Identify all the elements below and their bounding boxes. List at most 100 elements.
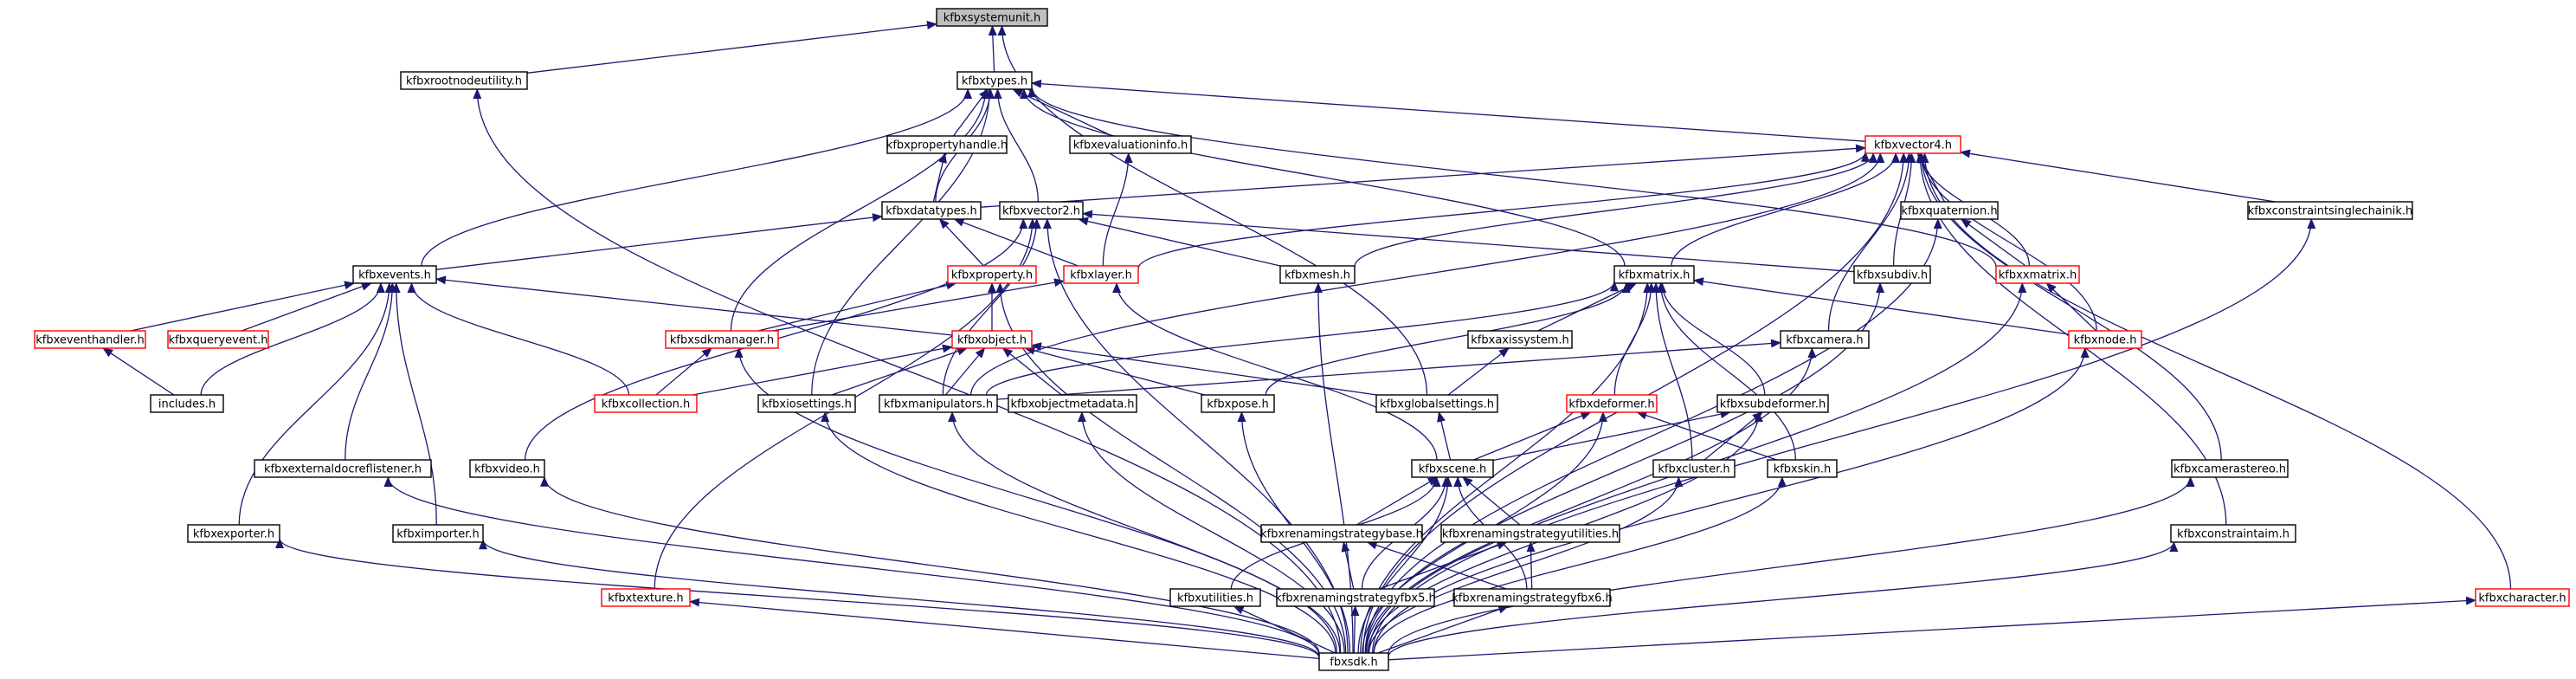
node-kfbxcollection[interactable]: kfbxcollection.h — [594, 394, 698, 413]
node-kfbxqueryevent[interactable]: kfbxqueryevent.h — [167, 330, 269, 349]
node-kfbxevents[interactable]: kfbxevents.h — [352, 265, 437, 284]
node-kfbxvideo[interactable]: kfbxvideo.h — [469, 459, 545, 478]
node-kfbxquaternion[interactable]: kfbxquaternion.h — [1900, 201, 1999, 220]
node-kfbxcamera[interactable]: kfbxcamera.h — [1780, 330, 1870, 349]
node-kfbxiosettings[interactable]: kfbxiosettings.h — [757, 394, 856, 413]
edge-kfbxdatatypes-to-kfbxvector4 — [980, 144, 1866, 208]
node-kfbxpose[interactable]: kfbxpose.h — [1201, 394, 1275, 413]
edge-layer — [102, 21, 2512, 661]
edge-line — [1693, 277, 2070, 335]
node-kfbxmesh[interactable]: kfbxmesh.h — [1279, 265, 1356, 284]
node-kfbxconstraintsinglechainik[interactable]: kfbxconstraintsinglechainik.h — [2247, 201, 2413, 220]
node-kfbxexporter[interactable]: kfbxexporter.h — [187, 524, 280, 543]
node-kfbxdatatypes[interactable]: kfbxdatatypes.h — [881, 201, 982, 220]
node-kfbxexternaldocreflistener[interactable]: kfbxexternaldocreflistener.h — [254, 459, 432, 478]
node-kfbxsubdeformer[interactable]: kfbxsubdeformer.h — [1716, 394, 1829, 413]
node-box — [400, 71, 528, 90]
node-label: kfbxcamera.h — [1786, 334, 1863, 347]
node-box — [167, 330, 269, 349]
node-kfbxcamerastereo[interactable]: kfbxcamerastereo.h — [2171, 459, 2289, 478]
edge-kfbxrenamingstrategyfbx6-to-kfbxrenamingstrategybase — [1366, 540, 1507, 590]
node-box — [1716, 394, 1829, 413]
edge-line — [1462, 476, 1521, 526]
node-label: kfbxskin.h — [1774, 463, 1832, 476]
edge-kfbxscene-to-kfbxdeformer — [1473, 411, 1592, 461]
node-label: kfbxexternaldocreflistener.h — [264, 463, 422, 476]
node-kfbxrenamingstrategyfbx5[interactable]: kfbxrenamingstrategyfbx5.h — [1275, 588, 1436, 607]
edge-line — [944, 347, 986, 396]
edge-kfbxglobalsettings-to-kfbxobject — [1031, 342, 1377, 396]
edge-kfbxmanipulators-to-kfbxvector2 — [942, 218, 1041, 396]
edge-line — [1357, 476, 1452, 654]
edge-kfbxrootnodeutility-to-kfbxsystemunit — [526, 21, 937, 74]
node-kfbxrenamingstrategyfbx6[interactable]: kfbxrenamingstrategyfbx6.h — [1452, 588, 1613, 607]
node-box — [1318, 652, 1389, 671]
node-label: kfbxdeformer.h — [1568, 398, 1654, 411]
node-layer: kfbxsystemunit.h kfbxrootnodeutility.h kfb… — [34, 8, 2570, 671]
edge-kfbxvector2-to-kfbxtypes — [993, 88, 1040, 203]
node-kfbxvector4[interactable]: kfbxvector4.h — [1864, 135, 1961, 154]
node-kfbxobject[interactable]: kfbxobject.h — [951, 330, 1033, 349]
node-kfbxconstraintaim[interactable]: kfbxconstraintaim.h — [2170, 524, 2296, 543]
node-kfbxsubdiv[interactable]: kfbxsubdiv.h — [1853, 265, 1931, 284]
edge-kfbxtypes-to-kfbxsystemunit — [988, 25, 997, 73]
node-includes[interactable]: includes.h — [150, 394, 224, 413]
edge-line — [1388, 541, 2179, 657]
edge-kfbxskin-to-kfbxdeformer — [1636, 411, 1777, 461]
node-kfbximporter[interactable]: kfbximporter.h — [392, 524, 484, 543]
edge-line — [1652, 282, 1693, 461]
node-kfbxrootnodeutility[interactable]: kfbxrootnodeutility.h — [400, 71, 528, 90]
node-label: kfbxrenamingstrategyfbx6.h — [1452, 592, 1612, 605]
node-kfbxmanipulators[interactable]: kfbxmanipulators.h — [879, 394, 998, 413]
edge-fbxsdk-to-kfbxrenamingstrategyfbx5 — [1350, 605, 1360, 654]
edge-kfbxsubdeformer-to-kfbxmatrix — [1658, 282, 1766, 396]
edge-kfbxsdkmanager-to-kfbxlayer — [772, 278, 1065, 332]
node-fbxsdk[interactable]: fbxsdk.h — [1318, 652, 1389, 671]
node-kfbxsdkmanager[interactable]: kfbxsdkmanager.h — [665, 330, 779, 349]
node-kfbxtexture[interactable]: kfbxtexture.h — [601, 588, 691, 607]
node-kfbxeventhandler[interactable]: kfbxeventhandler.h — [34, 330, 146, 349]
node-kfbxsystemunit[interactable]: kfbxsystemunit.h — [936, 8, 1048, 27]
node-kfbxutilities[interactable]: kfbxutilities.h — [1169, 588, 1261, 607]
edge-line — [241, 282, 372, 332]
node-label: kfbxvector2.h — [1002, 205, 1080, 218]
node-box — [936, 8, 1048, 27]
node-kfbxpropertyhandle[interactable]: kfbxpropertyhandle.h — [886, 135, 1008, 154]
node-kfbxmatrix[interactable]: kfbxmatrix.h — [1613, 265, 1695, 284]
edge-kfbxrenamingstrategyfbx5-to-kfbxrenamingstrategybase — [1341, 541, 1355, 590]
node-kfbxlayer[interactable]: kfbxlayer.h — [1063, 265, 1139, 284]
node-kfbxscene[interactable]: kfbxscene.h — [1411, 459, 1494, 478]
node-kfbxdeformer[interactable]: kfbxdeformer.h — [1566, 394, 1658, 413]
node-box — [34, 330, 146, 349]
edge-fbxsdk-to-kfbximporter — [479, 539, 1320, 657]
edge-kfbxxmatrix-to-kfbxtypes — [1027, 87, 1997, 268]
node-box — [881, 201, 982, 220]
node-kfbxglobalsettings[interactable]: kfbxglobalsettings.h — [1375, 394, 1498, 413]
edge-kfbxcamera-to-kfbxvector4 — [1827, 152, 1914, 332]
edge-line — [831, 346, 969, 396]
node-box — [1279, 265, 1356, 284]
edge-line — [1001, 347, 1062, 396]
node-kfbxcharacter[interactable]: kfbxcharacter.h — [2475, 588, 2570, 607]
node-kfbxskin[interactable]: kfbxskin.h — [1767, 459, 1838, 478]
node-kfbxcluster[interactable]: kfbxcluster.h — [1652, 459, 1736, 478]
node-kfbxproperty[interactable]: kfbxproperty.h — [947, 265, 1037, 284]
edge-fbxsdk-to-kfbxmanipulators — [948, 411, 1341, 654]
edge-line — [1031, 79, 1866, 142]
edge-line — [985, 281, 1619, 396]
node-box — [1864, 135, 1961, 154]
node-kfbxrenamingstrategybase[interactable]: kfbxrenamingstrategybase.h — [1260, 524, 1423, 543]
edge-line — [734, 347, 1338, 654]
node-kfbxvector2[interactable]: kfbxvector2.h — [999, 201, 1084, 220]
node-kfbxxmatrix[interactable]: kfbxxmatrix.h — [1995, 265, 2080, 284]
node-kfbxnode[interactable]: kfbxnode.h — [2068, 330, 2142, 349]
edge-line — [1027, 87, 1997, 268]
node-kfbxrenamingstrategyutilities[interactable]: kfbxrenamingstrategyutilities.h — [1440, 524, 1620, 543]
edge-kfbxlayer-to-kfbxdatatypes — [953, 218, 1079, 267]
edge-line — [1042, 218, 1349, 654]
node-kfbxobjectmetadata[interactable]: kfbxobjectmetadata.h — [1008, 394, 1137, 413]
node-kfbxtypes[interactable]: kfbxtypes.h — [956, 71, 1033, 90]
node-kfbxevaluationinfo[interactable]: kfbxevaluationinfo.h — [1069, 135, 1192, 154]
edge-line — [435, 275, 953, 336]
node-kfbxaxissystem[interactable]: kfbxaxissystem.h — [1467, 330, 1573, 349]
